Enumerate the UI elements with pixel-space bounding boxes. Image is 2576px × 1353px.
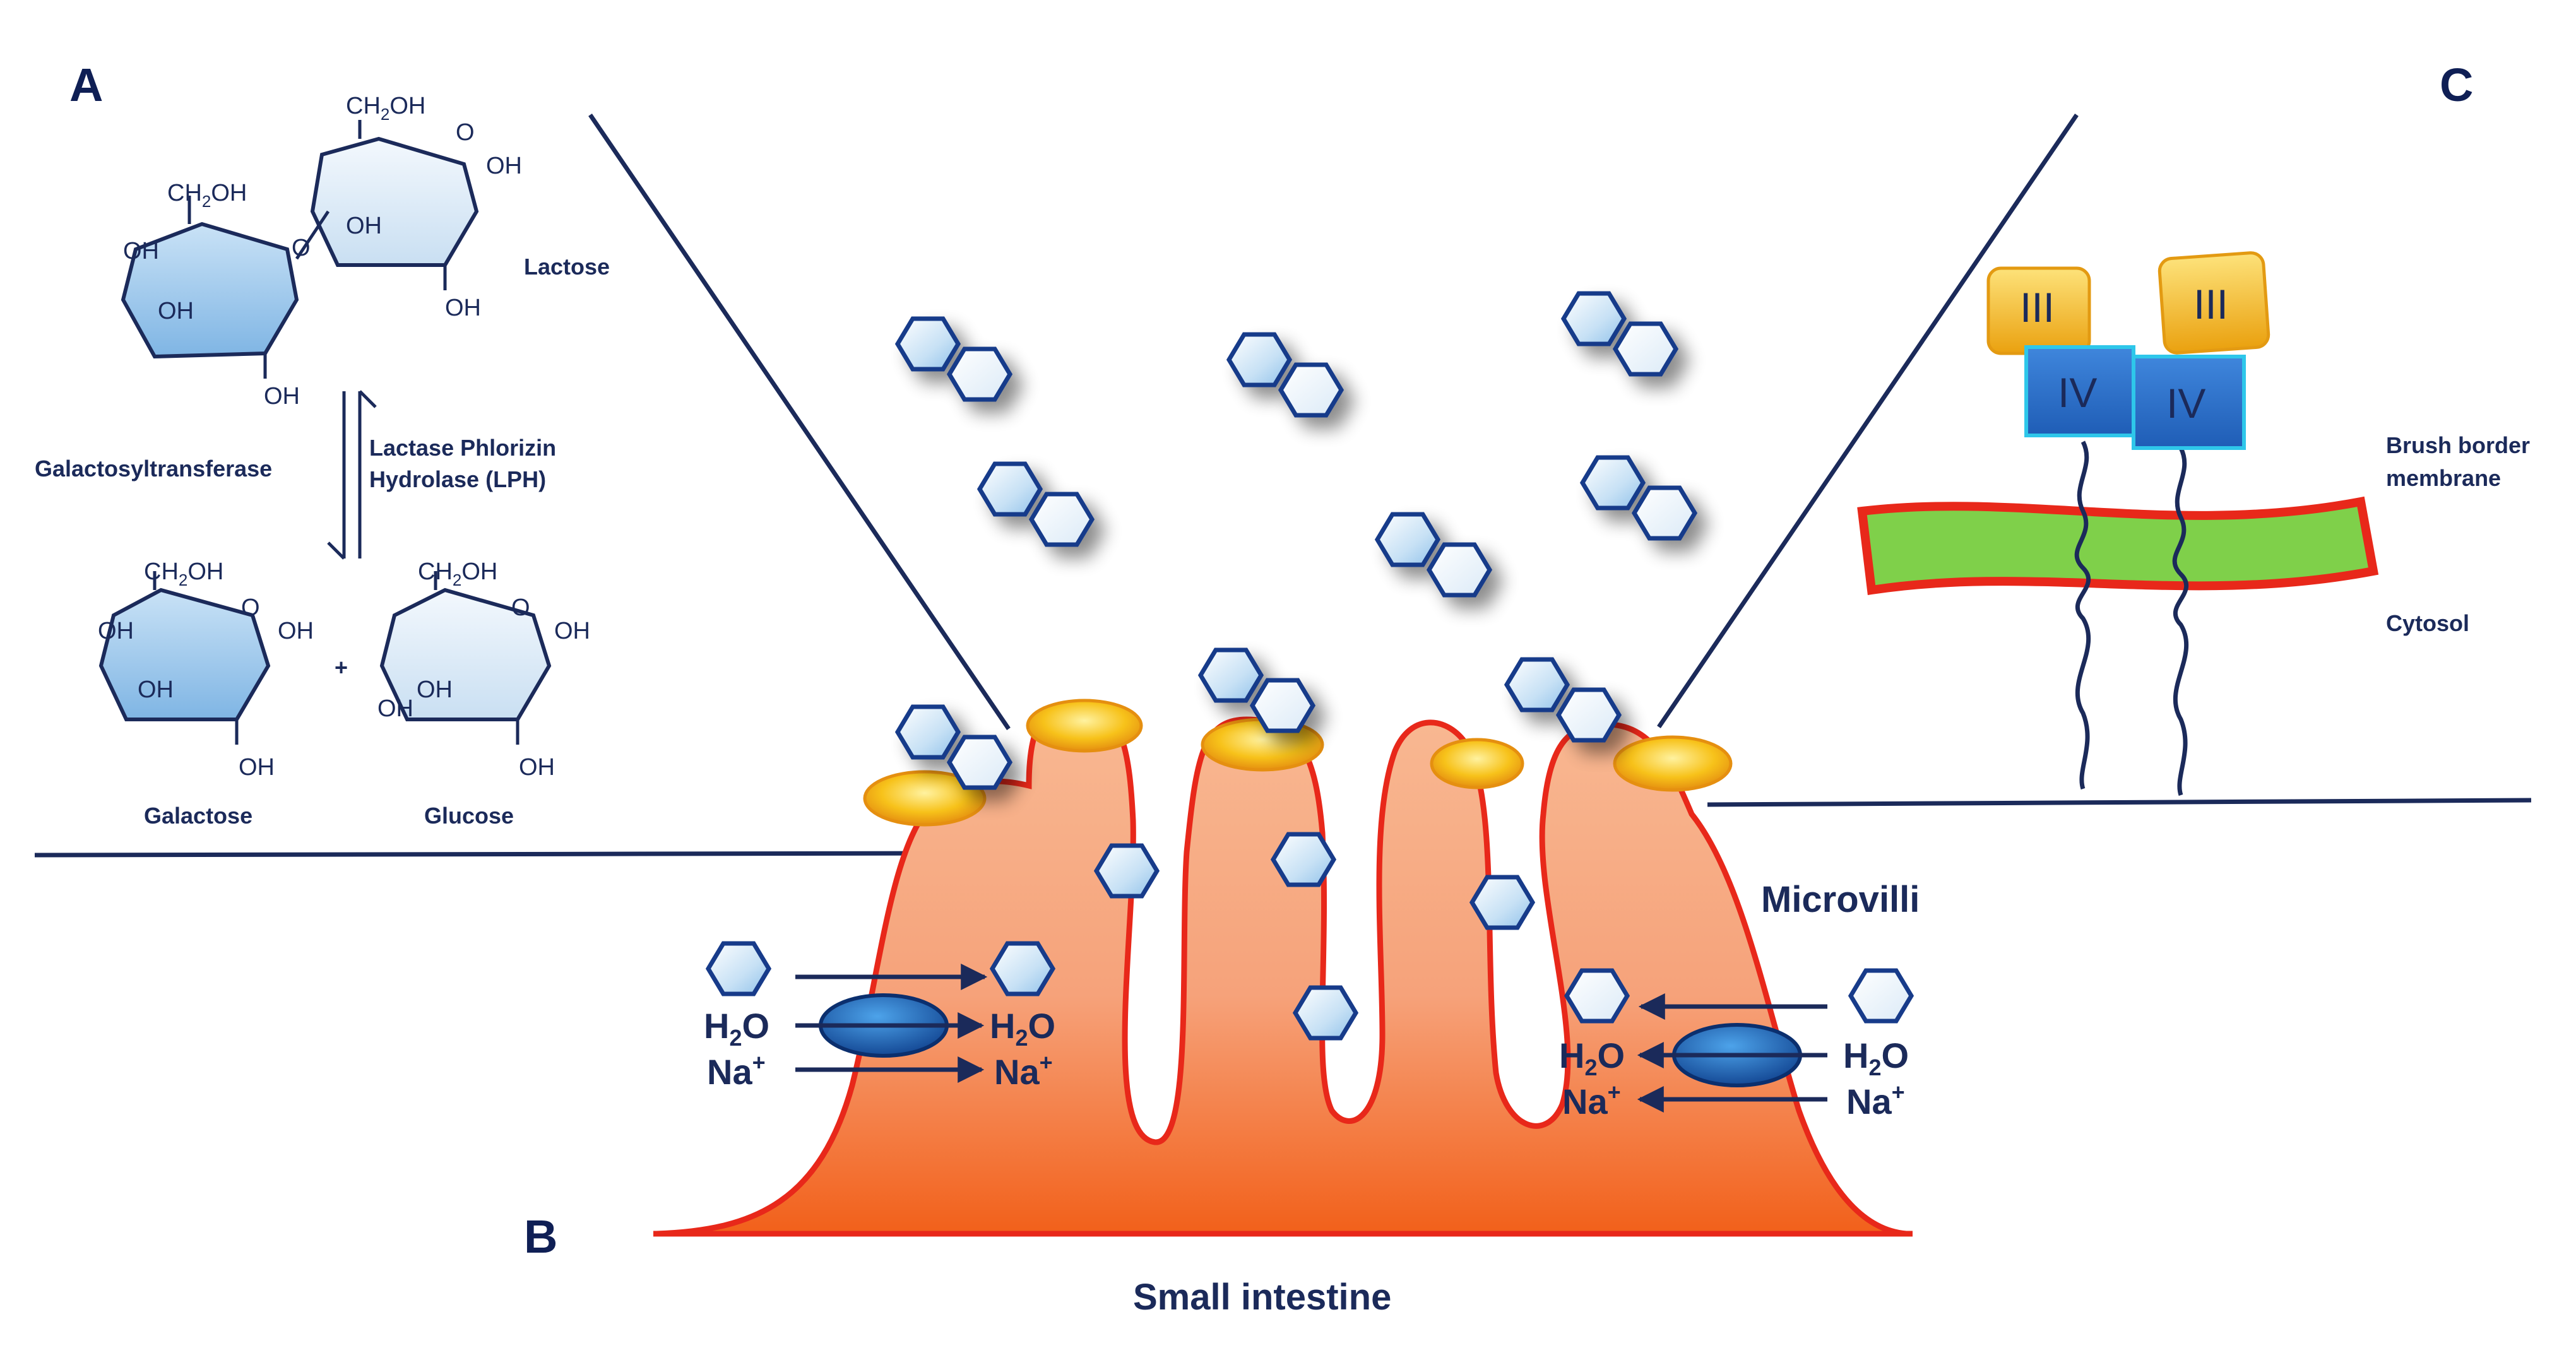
oh-label: OH [138,676,174,703]
lactose-glucose-ring: CH2OH O OH OH OH [295,93,522,321]
oh-label: OH [554,618,590,644]
lactose-molecule [1564,293,1676,374]
lactase-enzyme [1613,735,1733,792]
domain-iv-box [2132,355,2246,450]
oh-label: OH [264,383,300,410]
panel-a-divider [588,114,1011,730]
svg-text:H2O: H2O [1559,1036,1625,1080]
panel-a-baseline [34,851,973,858]
brush-border-label: Brush border [2386,432,2530,458]
domain-iv-label: IV [2166,380,2205,427]
domain-iv-box [2024,345,2135,437]
svg-text:Na+: Na+ [1562,1079,1621,1121]
panel-a-chemistry: CH2OH OH OH OH O CH2OH O OH OH OH Lactos… [35,93,610,829]
oh-label: OH [486,153,522,179]
anchor-chain-left [2074,440,2091,790]
oh-label: OH [445,295,481,321]
plus-sign: + [335,654,348,680]
small-intestine-label: Small intestine [1133,1277,1391,1318]
lactase-enzyme [1201,718,1324,772]
ring-oxygen: O [511,594,530,621]
ring-oxygen: O [456,119,475,146]
svg-text:H2O: H2O [704,1006,769,1051]
lactose-molecule [898,319,1010,399]
lactose-molecule [1582,458,1695,538]
panel-b-intestine: H2O Na+ H2O Na+ H2O Na+ H2O Na+ Microvil… [653,293,1920,1318]
right-transport-group: H2O Na+ H2O Na+ [1559,971,1911,1121]
ring-oxygen: O [241,594,260,621]
glucose-molecule [1273,834,1334,885]
cytosol-label: Cytosol [2386,610,2469,636]
domain-iii-label: III [2020,284,2055,331]
svg-text:Na+: Na+ [707,1049,766,1092]
lactose-molecule [980,464,1092,545]
glycosidic-oxygen: O [292,235,311,261]
svg-text:Na+: Na+ [1846,1079,1905,1121]
microvilli-label: Microvilli [1761,879,1920,920]
oh-label: OH [346,213,382,239]
panel-c-divider [1657,114,2079,728]
domain-iv-label: IV [2058,369,2097,416]
lactose-label: Lactose [524,254,610,280]
glucose-label: Glucose [424,803,514,829]
lactose-molecules [898,293,1695,788]
oh-label: OH [417,676,453,703]
lactase-enzyme [863,770,987,827]
panel-c-membrane: III III IV IV Brush border membrane Cyto… [1857,251,2530,796]
oh-label: OH [278,618,314,644]
anchor-chain-right [2172,447,2189,796]
oh-label: OH [123,238,159,264]
svg-text:CH2OH: CH2OH [418,558,497,589]
panel-letter-b: B [524,1210,557,1263]
lactase-enzyme [1430,738,1524,789]
enzyme-lph-label-line2: Hydrolase (LPH) [369,466,546,492]
glucose-molecule [1472,877,1533,928]
svg-text:CH2OH: CH2OH [167,180,247,211]
glucose-molecule [1096,846,1157,896]
oh-label: OH [377,695,413,722]
svg-text:H2O: H2O [990,1006,1055,1051]
lactose-molecule [1229,334,1341,415]
panel-letter-a: A [69,59,103,111]
svg-text:CH2OH: CH2OH [346,93,425,124]
panel-c-baseline [1707,798,2532,807]
oh-label: OH [98,618,134,644]
galactose-ring: CH2OH O OH OH OH OH [98,558,314,781]
enzyme-lph-label: Lactase Phlorizin [369,435,556,461]
brush-border-membrane [1857,496,2379,595]
oh-label: OH [519,754,555,781]
lactose-molecule [1377,514,1490,595]
galactose-label: Galactose [144,803,252,829]
enzyme-galactosyltransferase-label: Galactosyltransferase [35,456,272,482]
glucose-molecule [1295,988,1356,1038]
glucose-ring: CH2OH O OH OH OH OH [377,558,590,781]
svg-text:CH2OH: CH2OH [144,558,223,589]
domain-iii-label: III [2193,281,2228,328]
oh-label: OH [158,298,194,324]
oh-label: OH [239,754,275,781]
panel-letter-c: C [2440,59,2473,111]
lactase-enzyme [1026,699,1143,753]
svg-text:Na+: Na+ [994,1049,1053,1092]
intestinal-tissue [656,700,1907,1237]
lactose-galactose-ring: CH2OH OH OH OH O [121,180,311,410]
svg-text:H2O: H2O [1843,1036,1909,1080]
domain-iii-box [2158,251,2270,355]
equilibrium-arrows [327,390,377,560]
lactose-molecule [1507,659,1619,740]
left-transport-group: H2O Na+ H2O Na+ [704,943,1055,1092]
brush-border-label-line2: membrane [2386,465,2501,491]
